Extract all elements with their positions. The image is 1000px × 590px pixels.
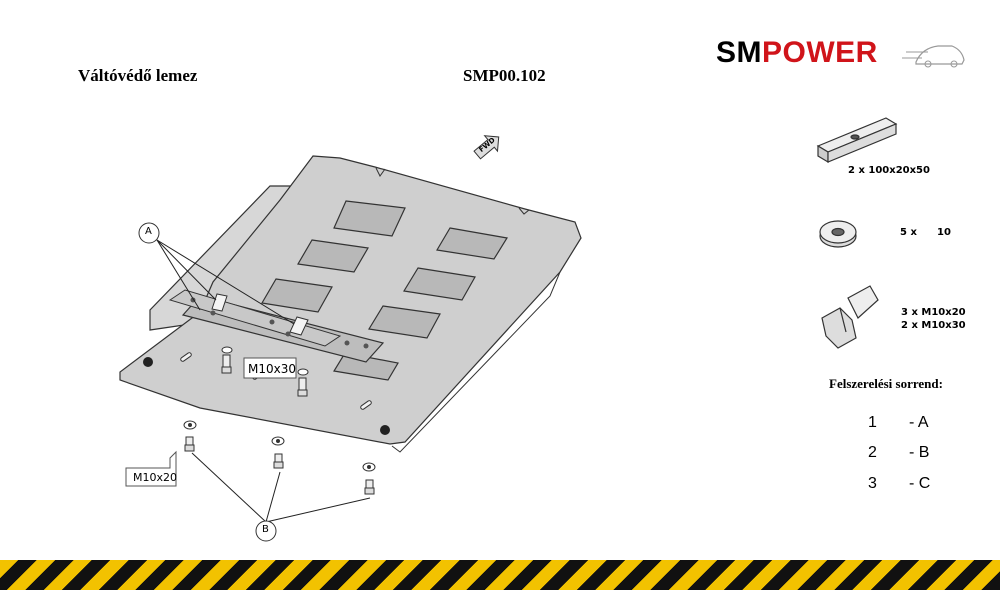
logo-car-icon — [902, 45, 965, 68]
callout-b-label: B — [262, 524, 269, 535]
logo-text-power: POWER — [762, 36, 878, 69]
bolt-qty-2: 2 x M10x30 — [901, 320, 966, 331]
bolt-part-icon — [821, 285, 879, 349]
hazard-stripe — [0, 560, 1000, 590]
washer-qty: 5 x — [900, 227, 917, 238]
bolt-qty-1: 3 x M10x20 — [901, 307, 966, 318]
washer-part-icon — [819, 220, 857, 248]
forward-arrow-icon — [473, 135, 500, 160]
m10x20-label-box — [125, 450, 177, 487]
bracket-part-icon — [816, 117, 898, 164]
logo-text-sm: SM — [716, 36, 762, 69]
m10x20-label: M10x20 — [133, 471, 177, 484]
sequence-step-2-num: 2 — [868, 444, 877, 461]
sequence-step-3-num: 3 — [868, 475, 877, 492]
sequence-step-1-num: 1 — [868, 414, 877, 431]
sequence-step-3-label: - C — [909, 475, 931, 492]
callout-a-label: A — [145, 226, 152, 237]
bracket-qty: 2 x 100x20x50 — [848, 165, 930, 176]
bolt-m10x20 — [183, 420, 376, 495]
m10x30-label: M10x30 — [248, 362, 296, 376]
bolt-m10x30 — [221, 346, 309, 397]
exploded-diagram — [119, 117, 898, 542]
page-title: Váltóvédő lemez — [78, 66, 198, 85]
sequence-step-1-label: - A — [909, 414, 929, 431]
sequence-step-2-label: - B — [909, 444, 930, 461]
callout-a-circle — [138, 222, 160, 244]
callout-b-circle — [255, 520, 277, 542]
vent-cutouts — [261, 200, 508, 381]
washer-size: 10 — [937, 227, 951, 238]
sequence-title: Felszerelési sorrend: — [829, 376, 943, 391]
m10x30-label-box — [243, 357, 297, 379]
part-code: SMP00.102 — [463, 66, 546, 85]
brand-logo: SMPOWER — [716, 34, 966, 74]
